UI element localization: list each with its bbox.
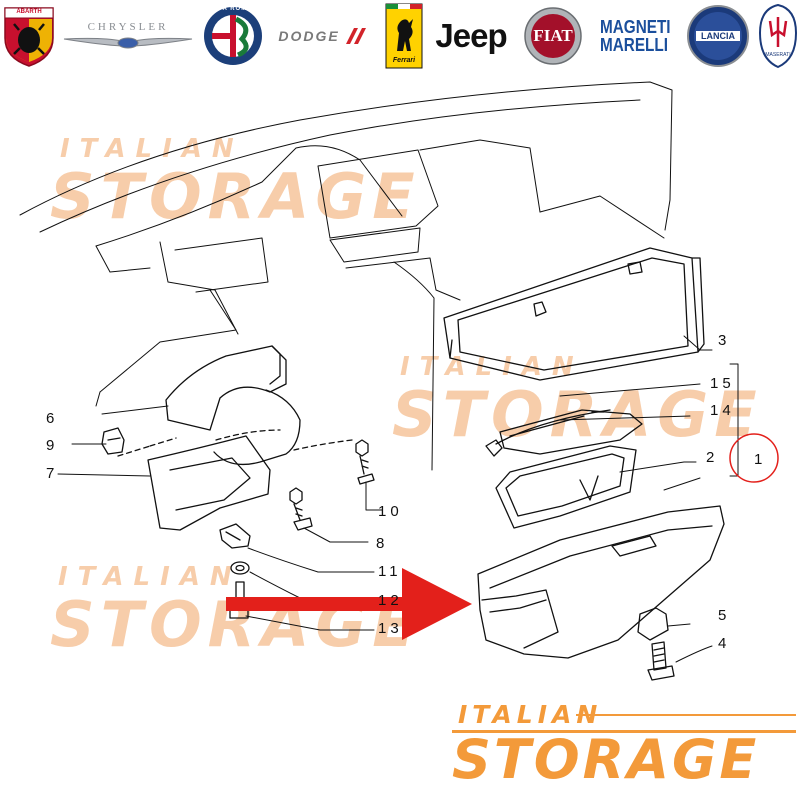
callout-12: 12 bbox=[378, 592, 403, 609]
part-8-screw bbox=[289, 487, 313, 531]
part-3-housing bbox=[443, 247, 705, 381]
brand-rule-bottom bbox=[452, 730, 796, 733]
chrysler-logo: CHRYSLER bbox=[62, 0, 194, 72]
callout-5: 5 bbox=[718, 607, 731, 624]
callout-8: 8 bbox=[376, 535, 389, 552]
part-7-lower-shroud bbox=[147, 435, 271, 531]
part-12-washer bbox=[230, 561, 250, 575]
lancia-logo: LANCIA bbox=[684, 0, 752, 72]
callout-1-highlight-circle bbox=[729, 433, 779, 483]
callout-14: 14 bbox=[710, 402, 735, 419]
part-5-clip bbox=[637, 607, 669, 641]
part-1-glove-box-door bbox=[477, 505, 725, 659]
callout-9: 9 bbox=[46, 437, 59, 454]
fiat-logo: FIAT bbox=[522, 0, 584, 72]
brand-logo-bar: ABARTH CHRYSLER ALFA ROMEO DODGE bbox=[0, 0, 800, 72]
part-11-clip bbox=[219, 523, 251, 549]
dodge-logo-text: DODGE bbox=[278, 28, 340, 44]
abarth-logo-text: ABARTH bbox=[16, 9, 42, 15]
glove-box-exploded-diagram bbox=[19, 81, 779, 681]
fiat-logo-text: FIAT bbox=[533, 26, 573, 45]
part-10-screw bbox=[355, 439, 375, 485]
callout-10: 10 bbox=[378, 503, 403, 520]
callout-4: 4 bbox=[718, 635, 731, 652]
dashboard-outline bbox=[19, 81, 673, 471]
assembly-line-7 bbox=[117, 437, 177, 457]
brand-italian-label: ITALIAN bbox=[458, 700, 603, 729]
brand-rule-top bbox=[576, 714, 796, 716]
magneti-marelli-logo-text: MAGNETI MARELLI bbox=[600, 17, 671, 55]
watermark-italian-top: ITALIAN bbox=[60, 134, 244, 164]
ferrari-logo: Ferrari bbox=[384, 0, 424, 72]
watermark-storage-top: STORAGE bbox=[50, 160, 421, 233]
maserati-logo-text: MASERATI bbox=[765, 52, 791, 58]
chrysler-logo-text: CHRYSLER bbox=[87, 21, 169, 33]
jeep-logo: Jeep bbox=[428, 0, 514, 72]
callout-leaders bbox=[57, 335, 739, 491]
callout-6: 6 bbox=[46, 410, 59, 427]
part-2-inner-tray bbox=[495, 445, 637, 529]
callout-7: 7 bbox=[46, 465, 59, 482]
callout-11: 11 bbox=[378, 563, 402, 580]
jeep-logo-text: Jeep bbox=[435, 17, 507, 54]
magneti-marelli-logo: MAGNETI MARELLI bbox=[588, 0, 680, 72]
red-pointer-arrow-icon bbox=[226, 568, 472, 640]
dodge-logo: DODGE bbox=[268, 0, 376, 72]
callout-15: 15 bbox=[710, 375, 735, 392]
ferrari-logo-text: Ferrari bbox=[392, 57, 416, 64]
part-4-bolt bbox=[647, 641, 675, 681]
callout-3: 3 bbox=[718, 332, 731, 349]
abarth-logo: ABARTH bbox=[0, 0, 58, 72]
callout-13: 13 bbox=[378, 620, 403, 637]
maserati-logo: MASERATI bbox=[756, 0, 800, 72]
callout-1: 1 bbox=[754, 451, 767, 468]
part-6-upper-shroud bbox=[165, 345, 301, 466]
alfa-romeo-logo-text: ALFA ROMEO bbox=[208, 6, 258, 12]
assembly-line-6 bbox=[215, 429, 281, 441]
callout-2: 2 bbox=[706, 449, 719, 466]
alfa-romeo-logo: ALFA ROMEO bbox=[202, 0, 264, 72]
dodge-stripes-icon bbox=[345, 28, 366, 44]
brand-storage-label: STORAGE bbox=[452, 728, 760, 791]
watermark-italian-bottom: ITALIAN bbox=[58, 562, 242, 592]
part-9-clip bbox=[101, 427, 125, 455]
watermark-storage-mid: STORAGE bbox=[392, 378, 763, 451]
lancia-logo-text: LANCIA bbox=[701, 31, 735, 41]
part-15-hinge bbox=[485, 409, 611, 457]
